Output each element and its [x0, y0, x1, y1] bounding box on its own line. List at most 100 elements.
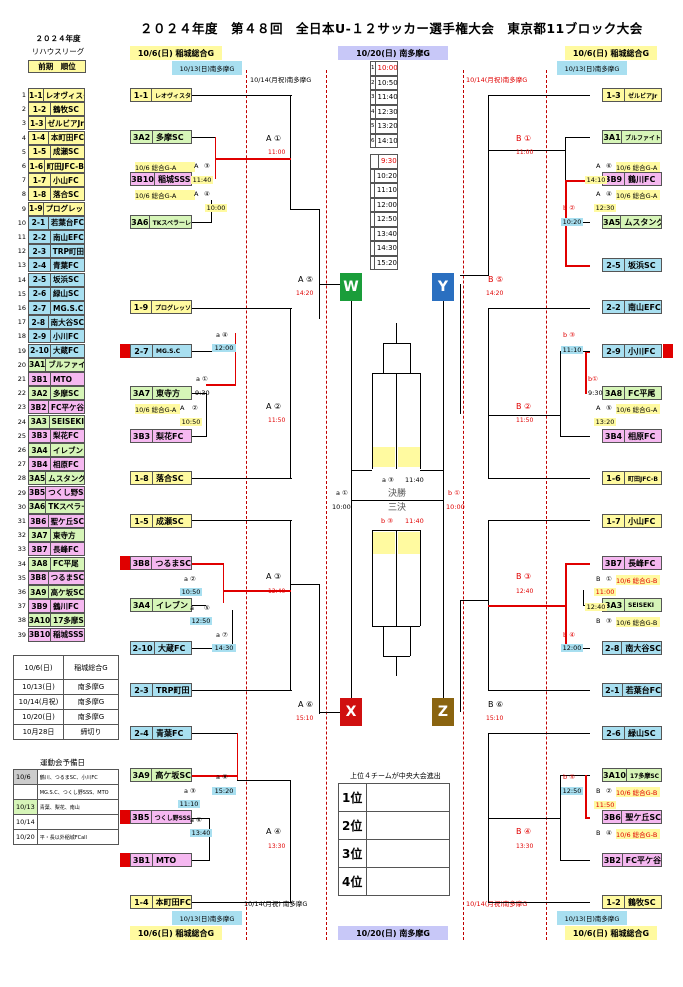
result-team-slot	[366, 811, 450, 840]
result-row: 1位	[338, 783, 450, 812]
ranking-team: TRP町田	[52, 246, 84, 256]
match-a6-time: 13:40	[190, 829, 212, 837]
team-name: 小川FC	[628, 346, 656, 356]
team-name: ゼルビアJr	[628, 92, 658, 100]
schedule-time: 11:40	[377, 93, 398, 102]
team-name: FC平ケ谷	[625, 855, 661, 865]
result-rank: 3位	[338, 839, 367, 868]
ranking-code: 3A10	[28, 614, 51, 627]
match-B6-time: 15:10	[486, 715, 504, 722]
match-A6: A ⑥	[298, 700, 314, 709]
date-bot-left: 10/6(日) 稲城総合G	[130, 926, 222, 940]
venue-date: 10/13(日)	[13, 679, 64, 695]
match-a3: a ③	[184, 787, 196, 795]
team-name: つくし野SSS	[154, 814, 191, 822]
schedule-index	[371, 198, 375, 211]
ranking-team: 聖ケ丘SC	[50, 516, 84, 526]
schedule-time: 12:00	[376, 200, 397, 209]
rank-number: 11	[17, 233, 26, 241]
schedule-row: 15:20	[370, 255, 398, 270]
result-row: 3位	[338, 839, 450, 868]
ranking-team: MG.S.C	[53, 303, 84, 313]
venue-tag-r5-a: B	[596, 617, 601, 625]
team-name: 緑山SC	[628, 728, 656, 738]
ranking-team: 多摩SC	[53, 388, 79, 398]
venue-tag-r3-a: A	[596, 404, 601, 412]
team-name: ブルファイト	[624, 134, 661, 142]
venue-tag-r7: 10/6 総合G-B	[616, 829, 660, 839]
ranking-team: 成瀬SC	[53, 147, 79, 157]
rank-number: 3	[21, 119, 26, 128]
ranking-code: 1-7	[29, 174, 51, 187]
team-code: 3A1	[603, 131, 622, 143]
ranking-code: 1-5	[29, 145, 51, 158]
bracket-W: W	[340, 273, 362, 301]
match-a7: a ⑦	[216, 631, 228, 639]
ranking-code: 3A4	[29, 444, 51, 456]
ranking-code: 2-10	[29, 344, 51, 357]
match-a1-time: 9:30	[195, 389, 210, 397]
rank-number: 31	[17, 517, 26, 525]
rank-number: 21	[17, 375, 26, 383]
team-code: 1-6	[603, 472, 625, 484]
schedule-time: 13:40	[376, 229, 397, 238]
team-code: 1-2	[603, 896, 625, 908]
league-phase: 前期 順位	[28, 60, 86, 73]
date-bot-right-mid: 10/14(月祝)南多摩G	[466, 900, 528, 908]
schedule-index: 4	[371, 105, 376, 118]
ranking-code: 3A7	[29, 529, 51, 542]
team-name: 高ケ坂SC	[155, 770, 191, 780]
rank-number: 12	[17, 247, 26, 256]
team-code: 3A2	[131, 131, 153, 143]
sports-date: 10/20	[13, 829, 38, 845]
team-code: 3B9	[603, 173, 625, 185]
sports-row: 10/14	[13, 814, 120, 830]
